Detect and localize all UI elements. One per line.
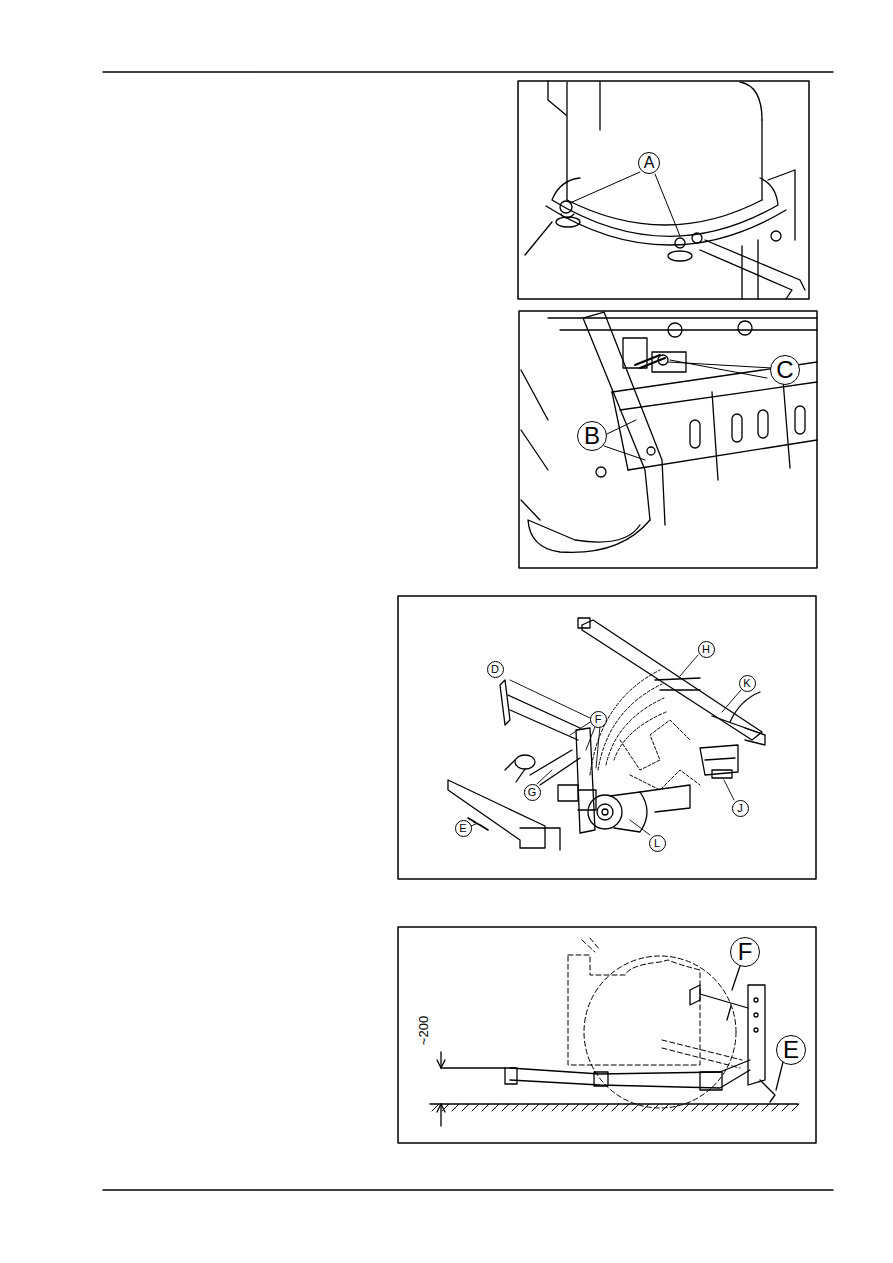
callout-circle: C <box>770 355 800 385</box>
ground-hatch <box>792 1104 799 1111</box>
callout-letter: C <box>776 358 793 382</box>
callout-letter: F <box>595 714 602 725</box>
ground-hatch <box>562 1104 569 1111</box>
ground-hatch <box>692 1104 699 1111</box>
callout-circle: K <box>739 675 756 692</box>
callout-circle: B <box>577 421 607 451</box>
ground-hatch <box>632 1104 639 1111</box>
callout-circle: E <box>776 1035 806 1065</box>
header-rule <box>103 71 833 72</box>
ground-hatch <box>722 1104 729 1111</box>
ground-hatch <box>742 1104 749 1111</box>
panel-frame <box>518 81 809 299</box>
chute-illustration <box>525 81 805 299</box>
side-view-illustration <box>430 938 799 1126</box>
callout-letter: E <box>783 1038 799 1062</box>
ground-hatch <box>602 1104 609 1111</box>
callout-circle: E <box>455 820 472 837</box>
callout-letter: H <box>702 644 710 655</box>
blade-illustration <box>521 312 817 552</box>
ground-hatch <box>672 1104 679 1111</box>
callout-letter: K <box>743 678 750 689</box>
leader-lines <box>670 360 767 378</box>
ground-hatch <box>682 1104 689 1111</box>
ground-hatch <box>512 1104 519 1111</box>
callout-circle: G <box>524 784 541 801</box>
ground-hatch <box>582 1104 589 1111</box>
ground-hatch <box>492 1104 499 1111</box>
ground-hatch <box>452 1104 459 1111</box>
panel-frame <box>398 596 816 879</box>
ground-hatch <box>502 1104 509 1111</box>
callout-letter: F <box>738 940 753 964</box>
callout-circle: F <box>730 937 760 967</box>
callout-circle: F <box>590 711 607 728</box>
callout-circle: J <box>732 800 749 817</box>
panel-frame <box>519 311 817 568</box>
callout-letter: A <box>644 155 655 171</box>
dimension-text: ~200 <box>417 1014 430 1045</box>
ground-hatch <box>552 1104 559 1111</box>
ground-hatch <box>712 1104 719 1111</box>
callout-letter: J <box>737 803 743 814</box>
ground-hatch <box>702 1104 709 1111</box>
footer-rule <box>103 1189 833 1190</box>
ground-hatch <box>622 1104 629 1111</box>
callout-circle: A <box>638 152 660 174</box>
callout-circle: L <box>649 835 666 852</box>
ground-hatch <box>572 1104 579 1111</box>
callout-letter: E <box>459 823 466 834</box>
ground-hatch <box>542 1104 549 1111</box>
ground-hatch <box>592 1104 599 1111</box>
ground-hatch <box>612 1104 619 1111</box>
ground-hatch <box>532 1104 539 1111</box>
linkage-illustration <box>448 618 765 850</box>
ground-hatch <box>482 1104 489 1111</box>
ground-hatch <box>762 1104 769 1111</box>
panel-frame <box>398 927 816 1143</box>
ground-hatch <box>732 1104 739 1111</box>
ground-hatch <box>462 1104 469 1111</box>
callout-circle: D <box>487 661 504 678</box>
callout-letter: L <box>654 838 660 849</box>
ground-hatch <box>522 1104 529 1111</box>
callout-circle: H <box>698 641 715 658</box>
callout-letter: D <box>491 664 499 675</box>
callout-letter: G <box>528 787 537 798</box>
callout-letter: B <box>584 424 600 448</box>
ground-hatch <box>772 1104 779 1111</box>
ground-hatch <box>752 1104 759 1111</box>
ground-hatch <box>472 1104 479 1111</box>
ground-hatch <box>782 1104 789 1111</box>
